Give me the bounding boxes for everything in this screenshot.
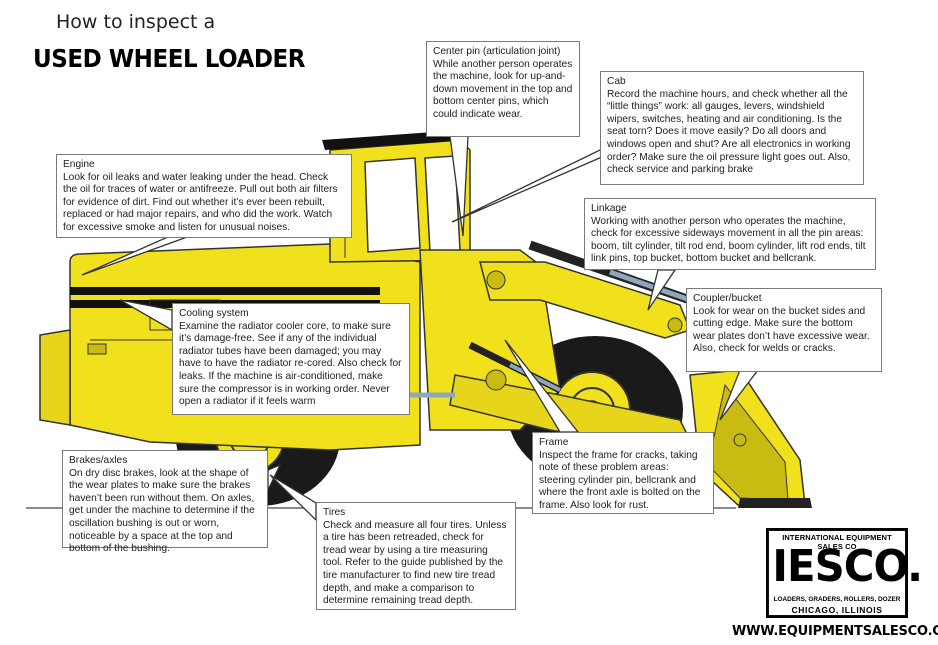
callout-heading: Center pin (articulation joint): [433, 46, 561, 57]
iesco-logo: INTERNATIONAL EQUIPMENT SALES CO IESCO. …: [766, 528, 923, 618]
callout-body: Look for oil leaks and water leaking und…: [63, 171, 338, 233]
logo-panel: INTERNATIONAL EQUIPMENT SALES CO IESCO. …: [769, 531, 923, 615]
callout-heading: Tires: [323, 507, 346, 518]
callout-body: On dry disc brakes, look at the shape of…: [69, 467, 255, 555]
hydraulic-cylinders: [410, 240, 692, 398]
callout-heading: Engine: [63, 159, 95, 170]
callout-heading: Frame: [539, 437, 569, 448]
callout-body: While another person operates the machin…: [433, 58, 573, 120]
callout-body: Inspect the frame for cracks, taking not…: [539, 449, 701, 511]
callout-tires: Tires Check and measure all four tires. …: [316, 502, 516, 610]
leader-linkage: [647, 269, 677, 311]
callout-frame: Frame Inspect the frame for cracks, taki…: [532, 432, 714, 514]
callout-cab: Cab Record the machine hours, and check …: [600, 71, 864, 185]
callout-body: Record the machine hours, and check whet…: [607, 88, 851, 176]
logo-sub-text: LOADERS, GRADERS, ROLLERS, DOZER: [773, 596, 901, 603]
callout-brakes-axles: Brakes/axles On dry disc brakes, look at…: [62, 450, 268, 554]
callout-body: Working with another person who operates…: [591, 215, 866, 265]
cab: [322, 130, 471, 263]
callout-body: Examine the radiator cooler core, to mak…: [179, 320, 402, 408]
callout-heading: Cab: [607, 76, 626, 87]
leader-lines: [81, 135, 760, 522]
callout-heading: Cooling system: [179, 308, 249, 319]
callout-cooling-system: Cooling system Examine the radiator cool…: [172, 303, 410, 415]
bucket: [689, 369, 812, 508]
callout-heading: Linkage: [591, 203, 627, 214]
website-url: WWW.EQUIPMENTSALESCO.COM: [732, 624, 938, 639]
subtitle: How to inspect a: [56, 11, 216, 33]
callout-body: Check and measure all four tires. Unless…: [323, 519, 507, 607]
logo-main-text: IESCO.: [772, 541, 923, 592]
callout-linkage: Linkage Working with another person who …: [584, 198, 876, 270]
logo-top-text: INTERNATIONAL EQUIPMENT SALES CO: [782, 533, 892, 551]
callout-heading: Brakes/axles: [69, 455, 128, 466]
callout-heading: Coupler/bucket: [693, 293, 762, 304]
callout-engine: Engine Look for oil leaks and water leak…: [56, 154, 352, 238]
callout-coupler-bucket: Coupler/bucket Look for wear on the buck…: [686, 288, 882, 372]
page-title: USED WHEEL LOADER: [33, 44, 306, 73]
callout-body: Look for wear on the bucket sides and cu…: [693, 305, 870, 355]
callout-center-pin: Center pin (articulation joint) While an…: [426, 41, 580, 137]
logo-city-text: CHICAGO, ILLINOIS: [791, 605, 883, 615]
